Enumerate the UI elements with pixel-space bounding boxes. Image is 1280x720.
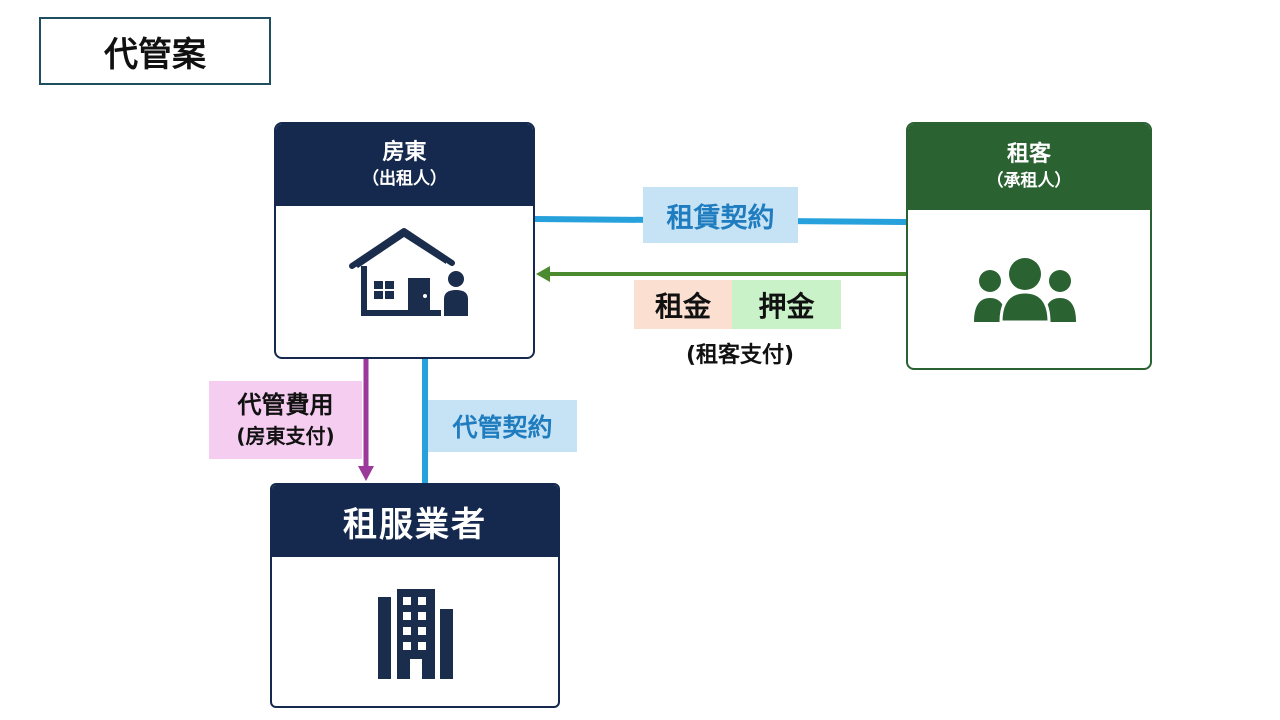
- page-title: 代管案: [39, 17, 271, 85]
- landlord-role: （出租人）: [362, 169, 447, 189]
- management-contract-label: 代管契約: [428, 400, 577, 452]
- deposit-label: 押金: [732, 280, 841, 329]
- rent-arrowhead: [536, 266, 550, 282]
- tenant-header: 租客 （承租人）: [908, 124, 1150, 210]
- mgmt-fee-arrowhead: [358, 466, 374, 481]
- lease-contract-label: 租賃契約: [643, 187, 798, 243]
- house-person-icon: [349, 228, 468, 316]
- agent-header: 租服業者: [272, 485, 558, 557]
- office-building-icon: [378, 589, 453, 679]
- paid-by-tenant-label: (租客支付): [685, 343, 795, 368]
- agent-name: 租服業者: [343, 504, 487, 545]
- tenant-name: 租客: [1006, 142, 1051, 167]
- tenant-role: （承租人）: [986, 171, 1072, 191]
- management-fee-label: 代管費用 (房東支付): [209, 381, 362, 459]
- tenant-node: 租客 （承租人）: [906, 122, 1152, 370]
- paid-by-landlord-text: (房東支付): [236, 424, 335, 448]
- landlord-node: 房東 （出租人）: [274, 122, 535, 359]
- landlord-header: 房東 （出租人）: [276, 124, 533, 206]
- management-fee-text: 代管費用: [237, 391, 334, 419]
- rent-label: 租金: [634, 280, 732, 329]
- landlord-name: 房東: [382, 140, 427, 165]
- group-people-icon: [974, 258, 1076, 324]
- agent-node: 租服業者: [270, 483, 560, 708]
